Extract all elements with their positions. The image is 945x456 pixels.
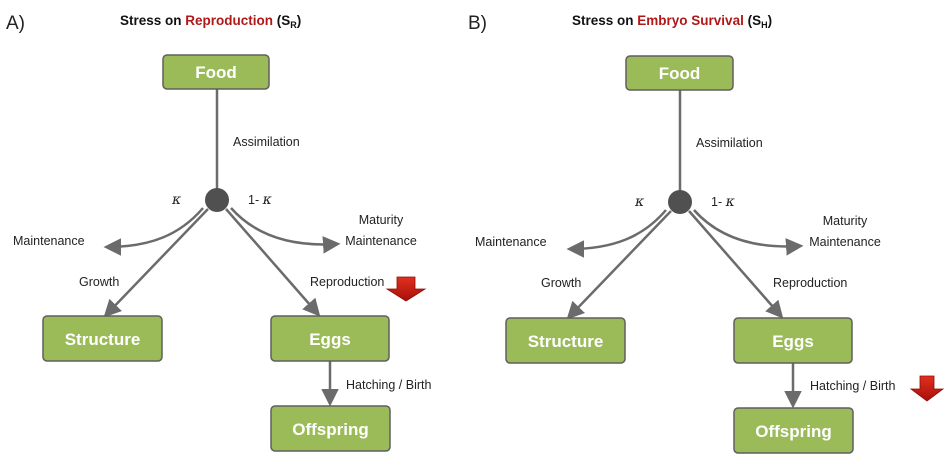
panel-b: B) Stress on Embryo Survival (SH) Food S… [468,13,945,454]
offspring-label: Offspring [755,422,832,441]
kappa-branch-node [205,188,229,212]
maturity-label-line2: Maintenance [345,234,417,248]
maturity-label-line1: Maturity [359,213,404,227]
stress-down-arrow-reproduction [385,276,427,302]
one-minus-kappa-label: 1- κ [711,194,735,210]
food-label: Food [659,64,701,83]
kappa-branch-node [668,190,692,214]
maintenance-arrow [103,207,204,256]
maturity-label-line1: Maturity [823,214,868,228]
kappa-label: κ [634,194,644,210]
stress-down-arrow-hatching [909,375,945,402]
eggs-box [733,317,853,364]
offspring-label: Offspring [292,420,369,439]
reproduction-arrow [688,210,784,319]
food-box [625,55,734,91]
reproduction-arrow [225,208,321,317]
offspring-box [270,405,391,452]
panel-b-title: Stress on Embryo Survival (SH) [572,13,772,30]
kappa-label: κ [171,192,181,208]
assimilation-label: Assimilation [233,135,300,149]
growth-label: Growth [541,276,581,290]
eggs-label: Eggs [772,332,814,351]
panel-a-title-highlight: Reproduction [185,13,273,28]
panel-a-title: Stress on Reproduction (SR) [120,13,301,30]
food-box [162,54,270,90]
panel-b-letter: B) [468,13,487,34]
structure-label: Structure [528,332,604,351]
eggs-box [270,315,390,362]
structure-box [505,317,626,364]
offspring-box [733,407,854,454]
maturity-label-line2: Maintenance [809,235,881,249]
growth-arrow [103,208,209,318]
panel-b-title-highlight: Embryo Survival [637,13,744,28]
hatching-label: Hatching / Birth [346,378,432,392]
reproduction-label: Reproduction [310,275,384,289]
one-minus-kappa-label: 1- κ [248,192,272,208]
panel-a: A) Stress on Reproduction (SR) Food Stru… [6,13,432,452]
structure-label: Structure [65,330,141,349]
food-label: Food [195,63,237,82]
structure-box [42,315,163,362]
panel-a-letter: A) [6,13,25,34]
maintenance-arrow [566,209,667,258]
maintenance-label: Maintenance [475,235,547,249]
growth-label: Growth [79,275,119,289]
hatching-label: Hatching / Birth [810,379,896,393]
growth-arrow [566,210,672,320]
maturity-maintenance-arrow [693,209,804,256]
maintenance-label: Maintenance [13,234,85,248]
assimilation-label: Assimilation [696,136,763,150]
reproduction-label: Reproduction [773,276,847,290]
eggs-label: Eggs [309,330,351,349]
maturity-maintenance-arrow [230,207,341,254]
